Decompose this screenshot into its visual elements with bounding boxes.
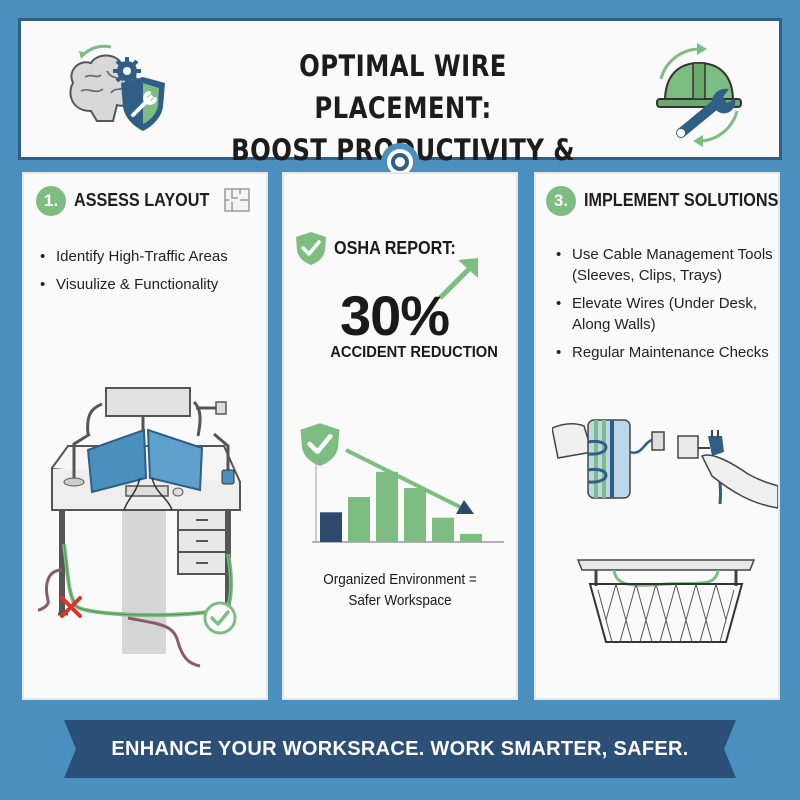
accident-bar-chart bbox=[312, 448, 504, 543]
step-3-bullet: Elevate Wires (Under Desk, Along Walls) bbox=[554, 293, 778, 335]
footer-banner bbox=[64, 720, 736, 778]
bullet-line: (Sleeves, Clips, Trays) bbox=[572, 267, 723, 284]
chart-bar bbox=[460, 533, 482, 542]
chart-bar bbox=[432, 517, 454, 542]
step-3-bullet: Regular Maintenance Checks bbox=[554, 342, 778, 363]
connector-ring-inner bbox=[391, 153, 409, 171]
step-1-bullets: Identify High-Traffic Areas Visuulize & … bbox=[38, 246, 263, 302]
chart-bar bbox=[404, 488, 426, 542]
desk-cable-illustration bbox=[37, 387, 241, 668]
step-1-bullet: Identify High-Traffic Areas bbox=[38, 246, 263, 267]
step-2-panel: OSHA REPORT: 30% ACCIDENT REDUCTION Orga… bbox=[282, 172, 518, 700]
step-1-number: 1. bbox=[36, 186, 66, 216]
brain-gear-shield-icon bbox=[69, 44, 165, 131]
step-3-number: 3. bbox=[546, 186, 576, 216]
osha-label: OSHA REPORT: bbox=[334, 238, 456, 258]
step-3-bullets: Use Cable Management Tools (Sleeves, Cli… bbox=[554, 244, 778, 370]
step-3-bullet: Use Cable Management Tools (Sleeves, Cli… bbox=[554, 244, 778, 286]
footer-banner-text: ENHANCE YOUR WORKSRACE. WORK SMARTER, SA… bbox=[111, 738, 689, 760]
trend-up-arrow-icon bbox=[438, 258, 478, 300]
check-circle-icon bbox=[203, 601, 237, 635]
bullet-line: Elevate Wires (Under Desk, bbox=[572, 295, 758, 312]
cable-tray-illustration bbox=[576, 559, 756, 643]
cable-sleeve-plug-illustration bbox=[552, 419, 778, 509]
step-1-title: ASSESS LAYOUT bbox=[74, 190, 210, 210]
hardhat-wrench-icon bbox=[656, 43, 742, 147]
bullet-line: Use Cable Management Tools bbox=[572, 246, 773, 263]
step-3-title: IMPLEMENT SOLUTIONS bbox=[584, 190, 779, 210]
floorplan-icon bbox=[224, 188, 250, 212]
chart-bar bbox=[348, 497, 370, 542]
shield-check-icon bbox=[296, 232, 326, 265]
header-panel: OPTIMAL WIRE PLACEMENT: BOOST PRODUCTIVI… bbox=[18, 18, 782, 209]
bullet-line: Along Walls) bbox=[572, 316, 656, 333]
step-1-panel: 1. ASSESS LAYOUT Identify High-Traffic A… bbox=[22, 172, 268, 700]
chart-bar bbox=[320, 512, 342, 542]
chart-bar bbox=[376, 471, 398, 542]
stat-caption: ACCIDENT REDUCTION bbox=[330, 344, 498, 361]
cross-icon bbox=[60, 596, 82, 618]
title-line-1: OPTIMAL WIRE PLACEMENT: bbox=[299, 49, 507, 125]
step-1-bullet: Visuulize & Functionality bbox=[38, 274, 263, 295]
caption-line-2: Safer Workspace bbox=[348, 592, 452, 609]
caption-line-1: Organized Environment = bbox=[323, 571, 477, 588]
stat-value: 30% bbox=[340, 284, 450, 347]
shield-check-icon bbox=[300, 423, 340, 466]
step-3-panel: 3. IMPLEMENT SOLUTIONS Use Cable Managem… bbox=[534, 172, 780, 700]
